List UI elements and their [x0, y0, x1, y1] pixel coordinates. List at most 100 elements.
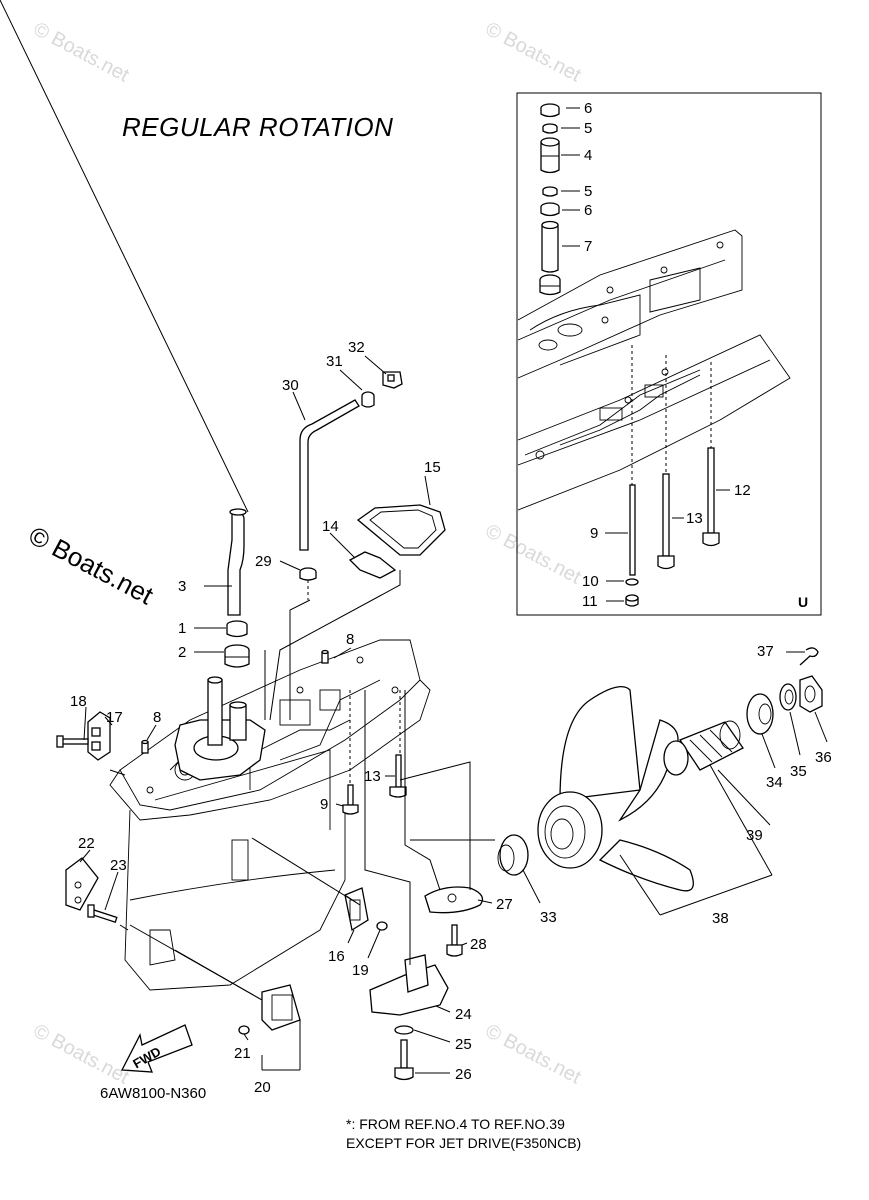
callout-24: 24	[455, 1006, 472, 1023]
callout-17: 17	[106, 709, 123, 726]
callout-8: 8	[346, 631, 354, 648]
callout-21: 21	[234, 1045, 251, 1062]
callout-3: 3	[178, 578, 186, 595]
callout-18: 18	[70, 693, 87, 710]
callout-7: 7	[584, 238, 592, 255]
part-25-washer	[394, 1025, 414, 1035]
callout-16: 16	[328, 948, 345, 965]
diagram-title: REGULAR ROTATION	[122, 112, 394, 142]
part-8-pin-upper	[321, 649, 329, 664]
part-14-plate	[348, 551, 397, 579]
callout-26: 26	[455, 1066, 472, 1083]
part-13-bolt-inset	[657, 355, 675, 570]
callout-8: 8	[153, 709, 161, 726]
callout-9: 9	[320, 796, 328, 813]
callout-33: 33	[540, 909, 557, 926]
part-10-washer	[625, 578, 639, 586]
callout-11: 11	[582, 593, 598, 610]
part-39-bushing	[663, 720, 744, 776]
callout-numbers: 6 5 4 5 6 7 12 13 9 10 11 32 31 30 15 14…	[70, 100, 832, 1096]
part-35-washer	[779, 683, 797, 711]
part-28-bolt	[446, 924, 463, 957]
part-6-seal-upper	[540, 103, 560, 118]
part-20-anode	[261, 984, 301, 1031]
part-17-anode	[87, 711, 111, 761]
callout-30: 30	[282, 377, 299, 394]
callout-1: 1	[178, 620, 186, 637]
callout-2: 2	[178, 644, 186, 661]
part-27-plate	[424, 886, 484, 914]
callout-6: 6	[584, 202, 592, 219]
callout-14: 14	[322, 518, 339, 535]
callout-25: 25	[455, 1036, 472, 1053]
callout-12: 12	[734, 482, 751, 499]
callout-6: 6	[584, 100, 592, 117]
part-33-spacer	[497, 834, 529, 876]
fwd-arrow-icon	[120, 1024, 193, 1073]
diagram-code: 6AW8100-N360	[100, 1085, 207, 1102]
callout-10: 10	[582, 573, 599, 590]
callout-31: 31	[326, 353, 343, 370]
inset-label: U	[798, 594, 809, 610]
callout-27: 27	[496, 896, 513, 913]
callout-15: 15	[424, 459, 441, 476]
inset-frame	[516, 92, 822, 616]
part-24-anode	[369, 954, 449, 1016]
callout-34: 34	[766, 774, 783, 791]
part-18-screw	[56, 735, 89, 748]
callout-13: 13	[686, 510, 703, 527]
footnote-line-2: EXCEPT FOR JET DRIVE(F350NCB)	[346, 1135, 582, 1151]
part-9-bolt	[342, 784, 359, 815]
callout-23: 23	[110, 857, 127, 874]
part-22-bracket	[65, 857, 99, 911]
water-pump-housing	[174, 676, 266, 781]
part-12-bolt-inset	[702, 362, 720, 547]
callout-36: 36	[815, 749, 832, 766]
part-36-nut	[799, 675, 823, 713]
lower-casing	[109, 639, 431, 991]
footnote: *: FROM REF.NO.4 TO REF.NO.39 EXCEPT FOR…	[346, 1115, 581, 1153]
part-15-seal-frame	[356, 504, 446, 556]
callout-19: 19	[352, 962, 369, 979]
part-5-bushing-upper	[542, 123, 558, 134]
inset-lower-casing	[517, 334, 791, 511]
callout-20: 20	[254, 1079, 271, 1096]
part-6-seal-lower	[540, 202, 560, 217]
inset-upper-casing	[517, 229, 743, 379]
inset-grommet	[539, 274, 561, 296]
callout-39: 39	[746, 827, 763, 844]
part-4-sleeve	[540, 137, 560, 174]
part-11-nut	[625, 594, 639, 607]
footnote-line-1: *: FROM REF.NO.4 TO REF.NO.39	[346, 1116, 565, 1132]
part-38-propeller	[537, 686, 694, 892]
callout-28: 28	[470, 936, 487, 953]
part-7-tube	[541, 220, 559, 273]
callout-13: 13	[364, 768, 381, 785]
callout-35: 35	[790, 763, 807, 780]
part-3-water-tube	[227, 508, 247, 616]
part-30-tube	[299, 399, 360, 551]
part-34-washer	[746, 693, 774, 735]
part-29-grommet	[299, 567, 317, 581]
part-32-clip	[382, 371, 403, 389]
part-1-seal	[226, 620, 248, 638]
part-21-nut	[238, 1025, 250, 1035]
callout-29: 29	[255, 553, 272, 570]
leader-lines	[0, 0, 828, 1074]
callout-22: 22	[78, 835, 95, 852]
part-19-nut	[376, 921, 388, 931]
part-37-cotter-pin	[799, 647, 819, 666]
part-31-grommet	[361, 391, 375, 408]
callout-9: 9	[590, 525, 598, 542]
part-2-grommet	[224, 644, 250, 668]
part-13-bolt	[389, 754, 407, 798]
callout-32: 32	[348, 339, 365, 356]
callout-5: 5	[584, 120, 592, 137]
part-26-bolt	[394, 1039, 414, 1081]
callout-37: 37	[757, 643, 774, 660]
callout-4: 4	[584, 147, 592, 164]
part-9-stud	[629, 345, 636, 576]
part-16-anode	[344, 887, 369, 932]
part-8-pin-lower	[141, 739, 149, 754]
